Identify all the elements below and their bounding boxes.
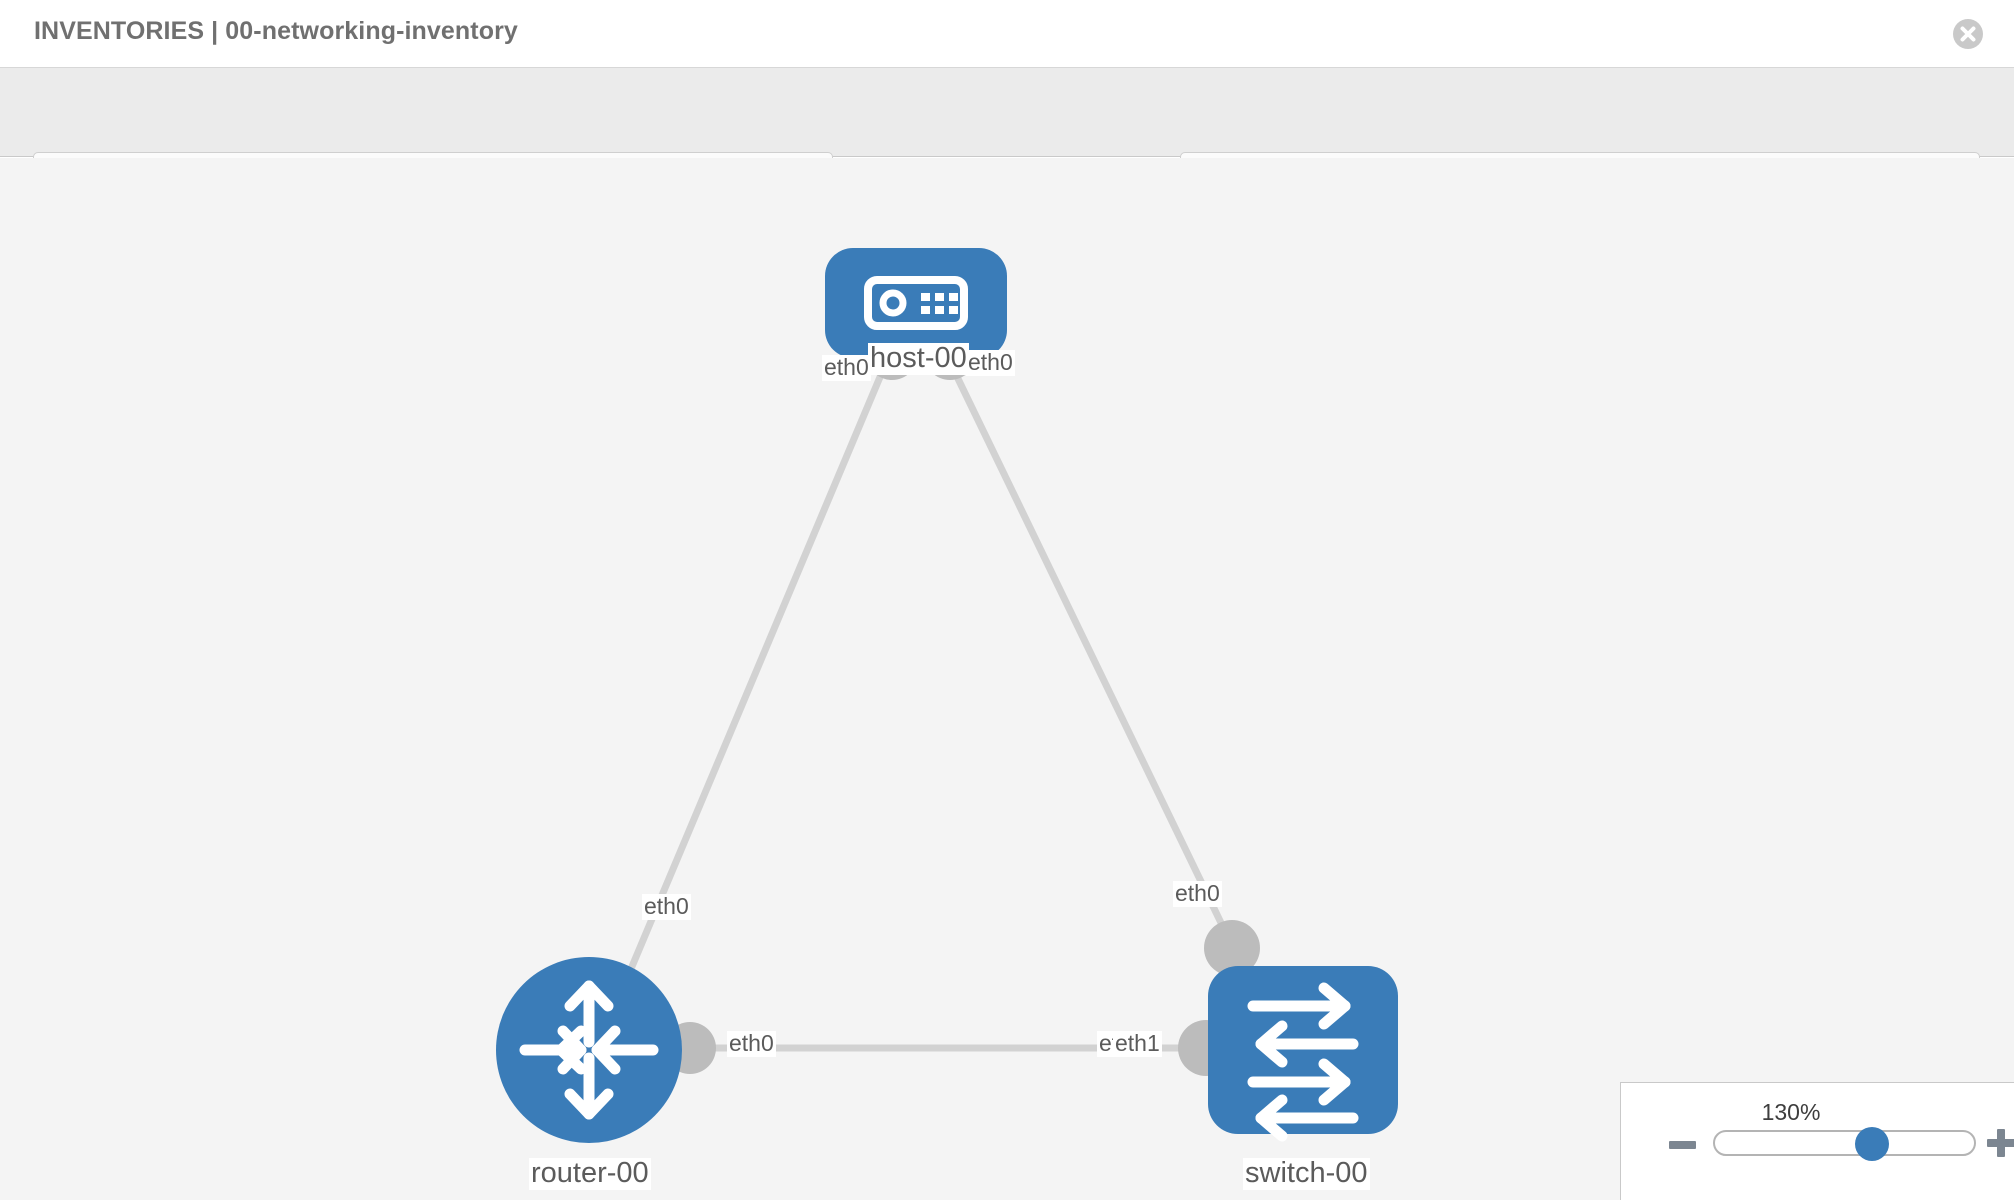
zoom-in-button[interactable] <box>1987 1129 2014 1157</box>
zoom-slider-thumb[interactable] <box>1855 1127 1889 1161</box>
node-host-00[interactable] <box>825 248 1007 358</box>
edge-label-switch-diag-eth[interactable]: eth0 <box>1173 880 1222 907</box>
topology-canvas[interactable]: host-00 eth0 eth0 eth0 eth0 eth0 eth0 et… <box>0 158 2014 1200</box>
edge-label-switch-bottom-eth[interactable]: eth1 <box>1113 1030 1162 1057</box>
page-title: INVENTORIES | 00-networking-inventory <box>34 17 518 45</box>
router-arrows-icon <box>519 980 659 1120</box>
node-label-switch-00[interactable]: switch-00 <box>1243 1157 1370 1190</box>
zoom-control-panel: 130% <box>1620 1082 2014 1200</box>
edge-label-router-diag-eth[interactable]: eth0 <box>642 893 691 920</box>
edge-label-router-bottom-eth[interactable]: eth0 <box>727 1030 776 1057</box>
topology-graph <box>496 248 1398 1143</box>
app-header: INVENTORIES | 00-networking-inventory <box>0 0 2014 68</box>
toolbar: ACTIONS SEARCH <box>0 68 2014 202</box>
zoom-level-label: 130% <box>1761 1099 1821 1125</box>
node-router-00[interactable] <box>496 957 682 1143</box>
edge-label-host-eth-right[interactable]: eth0 <box>966 349 1015 376</box>
close-icon[interactable] <box>1952 18 1984 50</box>
node-switch-00[interactable] <box>1208 966 1398 1142</box>
edge-connectors <box>664 328 1260 1076</box>
connector-switch-top[interactable] <box>1204 920 1260 976</box>
zoom-out-button[interactable] <box>1669 1141 1696 1149</box>
edges <box>624 356 1242 1052</box>
switch-arrows-icon <box>1247 982 1359 1142</box>
zoom-slider[interactable] <box>1713 1127 1976 1161</box>
server-icon <box>864 276 968 330</box>
node-label-router-00[interactable]: router-00 <box>529 1157 651 1190</box>
node-label-host-00[interactable]: host-00 <box>868 342 969 375</box>
edge-host-router[interactable] <box>624 356 892 978</box>
edge-label-host-eth-left[interactable]: eth0 <box>822 354 871 381</box>
edge-host-switch[interactable] <box>944 356 1242 960</box>
